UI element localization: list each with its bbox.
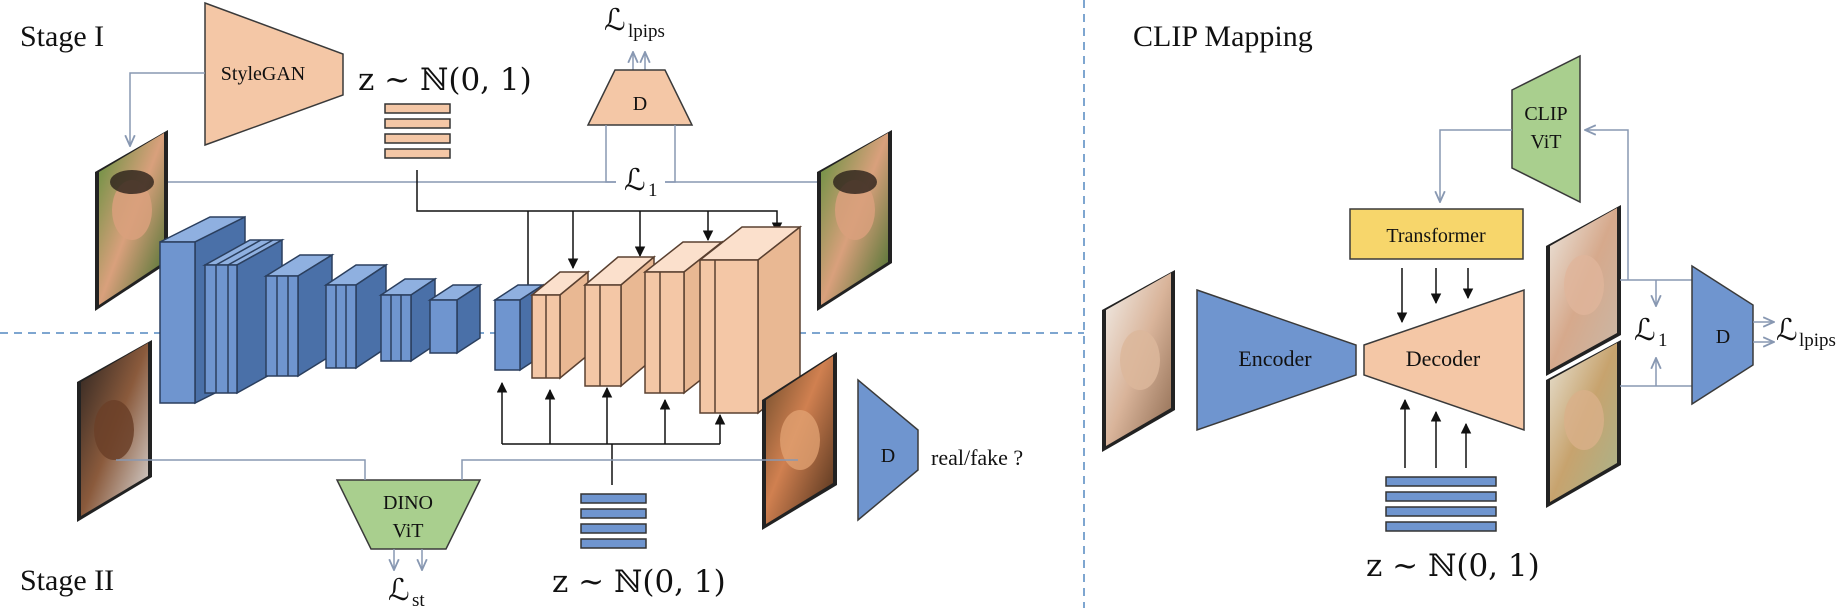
svg-text:Encoder: Encoder [1238,346,1312,371]
svg-text:DINO: DINO [383,492,433,514]
svg-text:Decoder: Decoder [1406,346,1481,371]
clip-vit-block: CLIP ViT [1511,54,1581,204]
svg-text:ViT: ViT [392,520,423,542]
svg-text:ℒ: ℒ [604,3,626,38]
svg-text:1: 1 [648,180,658,201]
stylegan-to-face-arrow [130,72,205,146]
real-fake-label: real/fake ? [931,445,1023,470]
stage2-discriminator: D [857,378,919,522]
clip-latent-vector [1385,476,1497,532]
svg-text:CLIP: CLIP [1524,103,1567,125]
latent-feed-line [416,170,783,234]
decoder-block: Decoder [1363,288,1525,432]
stage1-latent-label: z ~ ℕ(0, 1) [358,62,532,98]
svg-text:st: st [412,590,425,608]
stage2-title: Stage II [20,564,114,597]
stage1-l1-loss: ℒ 1 [624,163,658,201]
stage1-latent-vector [384,103,451,159]
d-to-l1-left [605,125,616,183]
stage2-latent-vector [580,493,647,549]
stage1-discriminator: D [586,69,694,126]
clip-latent-label: z ~ ℕ(0, 1) [1366,548,1540,584]
stage1-input-face-image [95,130,168,311]
clip-l1-loss: ℒ 1 [1634,313,1668,351]
clip-to-transformer-arrow [1440,129,1512,202]
stage2-latent-label: z ~ ℕ(0, 1) [552,564,726,600]
clip-target-face-image [1546,340,1621,508]
svg-text:ℒ: ℒ [1776,313,1798,348]
svg-text:D: D [633,93,647,115]
svg-text:ℒ: ℒ [1634,313,1656,348]
stylegan-block: StyleGAN [204,1,344,147]
encoder-block: Encoder [1196,288,1357,432]
svg-text:ℒ: ℒ [624,163,646,198]
encoder-blocks [159,215,546,405]
d-to-l1-right [665,125,676,183]
clip-mapping-title: CLIP Mapping [1133,20,1313,53]
clip-discriminator: D [1691,264,1754,406]
svg-text:Transformer: Transformer [1386,225,1486,247]
svg-text:D: D [1716,326,1730,348]
stage1-title: Stage I [20,20,104,53]
clip-output-face-image [1546,205,1621,376]
svg-text:lpips: lpips [1799,330,1836,351]
stage2-st-loss: ℒ st [388,573,425,608]
svg-text:1: 1 [1658,330,1668,351]
face-to-dino-right [461,459,798,480]
stage1-lpips-loss: ℒ lpips [604,3,665,42]
face-to-dino-left [116,459,366,480]
svg-text:ViT: ViT [1530,131,1561,153]
svg-text:lpips: lpips [628,21,665,42]
stage2-output-face-image [762,352,837,530]
output-to-clip-arrow [1585,130,1629,280]
clip-lpips-loss: ℒ lpips [1776,313,1836,351]
stage1-output-face-image [817,130,892,311]
svg-text:D: D [881,445,895,467]
decoder-blocks [529,225,803,415]
transformer-block: Transformer [1349,208,1524,260]
dino-vit-block: DINO ViT [335,479,482,550]
stylegan-label: StyleGAN [221,63,305,85]
clip-input-face-image [1102,270,1175,452]
svg-text:ℒ: ℒ [388,573,410,608]
stage2-input-face-image [77,340,152,522]
